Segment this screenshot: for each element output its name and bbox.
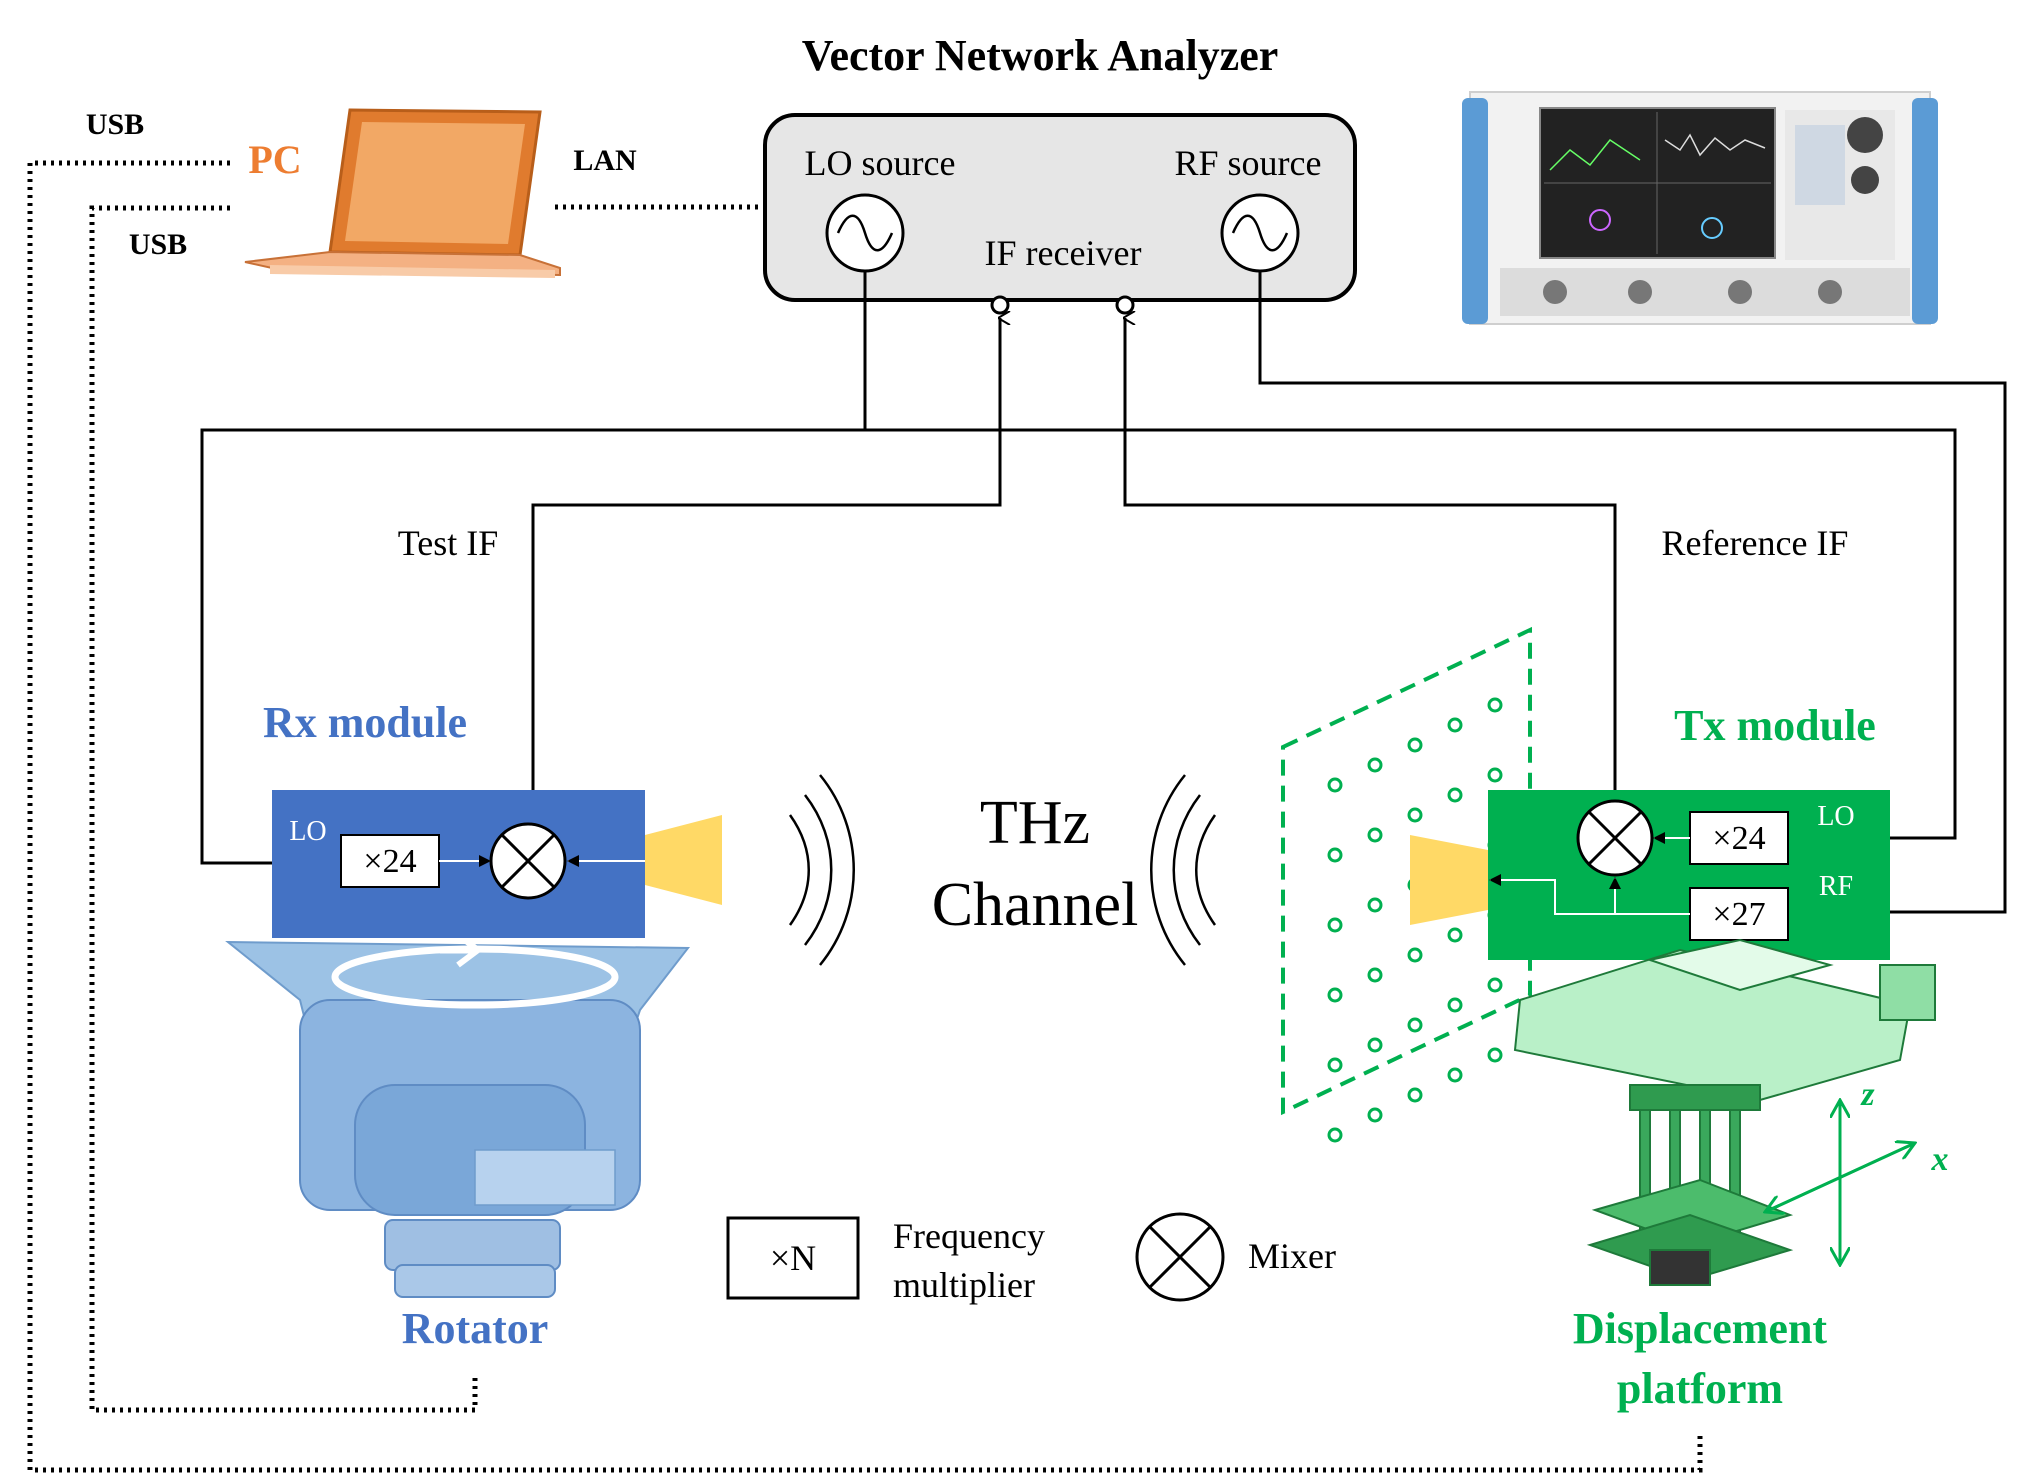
rotator-label: Rotator (402, 1304, 549, 1353)
tx-rf-label: RF (1819, 871, 1853, 902)
pc-label: PC (248, 137, 301, 182)
rx-module-title: Rx module (263, 698, 467, 747)
sampling-point (1487, 977, 1503, 993)
sampling-point (1407, 1017, 1423, 1033)
vna-instrument-picture (1462, 91, 1938, 325)
lo-bus-line (200, 271, 867, 865)
rotator-picture (225, 932, 691, 1298)
sampling-point (1327, 1127, 1343, 1143)
rx-wave-arcs-icon (788, 774, 855, 966)
rx-module-box: LO ×24 (272, 790, 645, 938)
lo-source-label: LO source (805, 143, 956, 183)
vna-box: LO source RF source IF receiver (763, 113, 1357, 315)
tx-mixer-icon (1576, 799, 1654, 877)
usb-bottom-label: USB (129, 228, 187, 261)
sampling-point (1367, 1037, 1383, 1053)
tx-module-title: Tx module (1674, 701, 1876, 750)
sampling-point (1327, 1057, 1343, 1073)
legend-mixer-label: Mixer (1248, 1236, 1336, 1276)
sampling-point (1407, 1087, 1423, 1103)
test-if-port (990, 295, 1010, 315)
reference-if-label: Reference IF (1662, 523, 1849, 563)
rx-mixer-icon (489, 822, 567, 900)
sampling-point (1367, 757, 1383, 773)
rx-multiplier-box (340, 834, 440, 888)
reference-if-port (1115, 295, 1135, 315)
rx-lo-label: LO (289, 816, 326, 847)
test-if-line (531, 318, 1000, 790)
rf-line (1258, 271, 2007, 914)
tx-lo-label: LO (1817, 801, 1854, 832)
vna-title: Vector Network Analyzer (802, 31, 1279, 80)
sampling-point (1327, 847, 1343, 863)
virtual-array-plane (1281, 626, 1532, 1143)
legend-multiplier-box (726, 1216, 860, 1300)
rx-horn-antenna-icon (645, 815, 722, 905)
tx-multiplier-rf-box (1689, 887, 1789, 941)
signal-lines (200, 271, 2007, 914)
sampling-point (1447, 927, 1463, 943)
tx-wave-arcs-icon (1150, 774, 1217, 966)
laptop-icon (244, 108, 561, 278)
sampling-point (1407, 947, 1423, 963)
axis-z-label: z (1860, 1076, 1875, 1113)
legend: ×N Frequency multiplier Mixer (726, 1212, 1336, 1305)
rf-source-label: RF source (1175, 143, 1322, 183)
sampling-point (1447, 787, 1463, 803)
sampling-point (1447, 717, 1463, 733)
sampling-point (1367, 1107, 1383, 1123)
lo-bus-to-tx (865, 428, 1957, 840)
sampling-point (1407, 737, 1423, 753)
usb-cable-to-platform (27, 160, 1703, 1473)
platform-label-line2: platform (1617, 1364, 1783, 1413)
displacement-platform-picture (1513, 938, 1936, 1286)
sampling-point (1447, 1067, 1463, 1083)
tx-module-box: LO RF ×24 ×27 (1488, 790, 1890, 960)
legend-multiplier-symbol: ×N (770, 1238, 816, 1278)
legend-multiplier-line2: multiplier (893, 1265, 1035, 1305)
dotted-cables (27, 160, 1703, 1473)
sampling-point (1487, 767, 1503, 783)
if-receiver-label: IF receiver (985, 233, 1142, 273)
sampling-point (1327, 987, 1343, 1003)
sampling-point (1367, 827, 1383, 843)
tx-multiplier-lo-box (1689, 811, 1789, 865)
sampling-point (1367, 897, 1383, 913)
sampling-point (1367, 967, 1383, 983)
legend-multiplier-line1: Frequency (893, 1216, 1045, 1256)
tx-multiplier-rf-label: ×27 (1712, 896, 1765, 933)
reference-if-line (1125, 318, 1617, 790)
rx-multiplier-label: ×24 (363, 843, 416, 880)
channel-line1: THz (980, 789, 1090, 857)
sampling-point (1327, 917, 1343, 933)
usb-top-label: USB (86, 108, 144, 141)
coordinate-axes: z x (1765, 1076, 1949, 1265)
tx-horn-antenna-icon (1410, 835, 1488, 925)
sampling-point (1487, 697, 1503, 713)
channel-line2: Channel (932, 871, 1139, 939)
platform-label-line1: Displacement (1573, 1304, 1828, 1353)
lo-source-icon (825, 193, 905, 273)
sampling-point (1447, 997, 1463, 1013)
test-if-label: Test IF (398, 523, 498, 563)
lan-label: LAN (573, 144, 637, 177)
tx-multiplier-lo-label: ×24 (1712, 820, 1765, 857)
axis-x-label: x (1931, 1141, 1949, 1178)
sampling-point (1407, 807, 1423, 823)
sampling-point (1487, 1047, 1503, 1063)
array-sampling-points (1327, 697, 1503, 1143)
rf-source-icon (1220, 193, 1300, 273)
sampling-point (1327, 777, 1343, 793)
legend-mixer-icon (1135, 1212, 1225, 1302)
